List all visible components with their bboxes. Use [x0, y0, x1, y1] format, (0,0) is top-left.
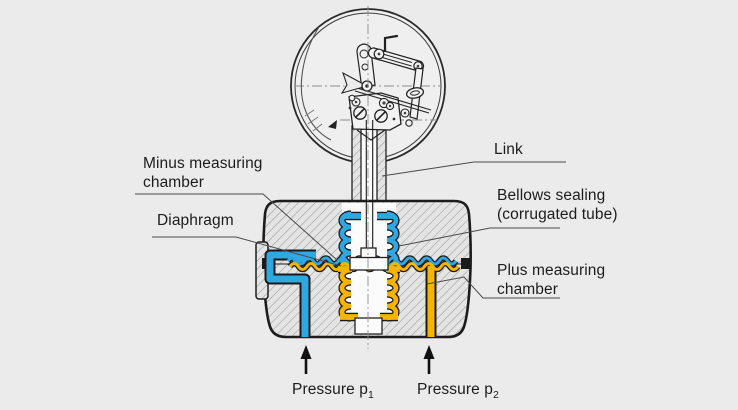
leader-lines	[135, 161, 566, 299]
label-line: Minus measuring	[143, 155, 263, 172]
pressure-arrows	[300, 345, 435, 374]
label-pressure-p2: Pressure p2	[417, 380, 499, 402]
diaphragm-center-clamp	[349, 247, 389, 335]
label-line: Pressure p	[292, 381, 368, 398]
upper-bellows-right	[386, 211, 399, 269]
minus-pressure-channel	[266, 251, 316, 337]
label-line: (corrugated tube)	[497, 206, 618, 223]
link-rod	[365, 120, 374, 250]
label-diaphragm: Diaphragm	[157, 211, 234, 230]
upper-bellows-left	[339, 211, 352, 269]
plus-chamber-leader	[426, 276, 560, 299]
label-bellows-sealing: Bellows sealing (corrugated tube)	[497, 186, 618, 224]
label-plus-measuring-chamber: Plus measuring chamber	[497, 261, 605, 299]
label-minus-measuring-chamber: Minus measuring chamber	[143, 154, 263, 192]
diaphragm-leader	[152, 236, 342, 267]
subscript: 1	[367, 389, 374, 402]
label-line: chamber	[497, 281, 559, 298]
pressure-p2-arrow-icon	[423, 345, 435, 374]
diaphragm-clamp-right	[461, 258, 470, 269]
subscript: 2	[492, 389, 499, 402]
label-line: Link	[494, 141, 523, 158]
label-line: Diaphragm	[157, 212, 234, 229]
minus-chamber-fluid	[266, 211, 458, 337]
movement-mechanism	[340, 34, 432, 141]
counterweight	[340, 71, 369, 94]
label-pressure-p1: Pressure p1	[292, 380, 374, 402]
dial-scale-ticks	[304, 109, 323, 132]
label-line: chamber	[143, 174, 205, 191]
label-line: Pressure p	[417, 381, 493, 398]
label-line: Bellows sealing	[497, 187, 606, 204]
label-line: Plus measuring	[497, 262, 606, 279]
bellows-bottom-block	[354, 317, 383, 335]
lower-bellows-right	[386, 267, 399, 321]
pressure-p1-arrow-icon	[300, 345, 312, 374]
label-link: Link	[494, 140, 523, 159]
dial-cutaway-line	[300, 26, 332, 141]
link-leader	[381, 161, 566, 177]
minus-chamber-leader	[135, 193, 338, 261]
lower-bellows-left	[339, 267, 352, 321]
pointer-tip-icon	[328, 120, 337, 129]
set-pin-icon	[383, 34, 399, 53]
bellows-leader	[398, 227, 560, 247]
